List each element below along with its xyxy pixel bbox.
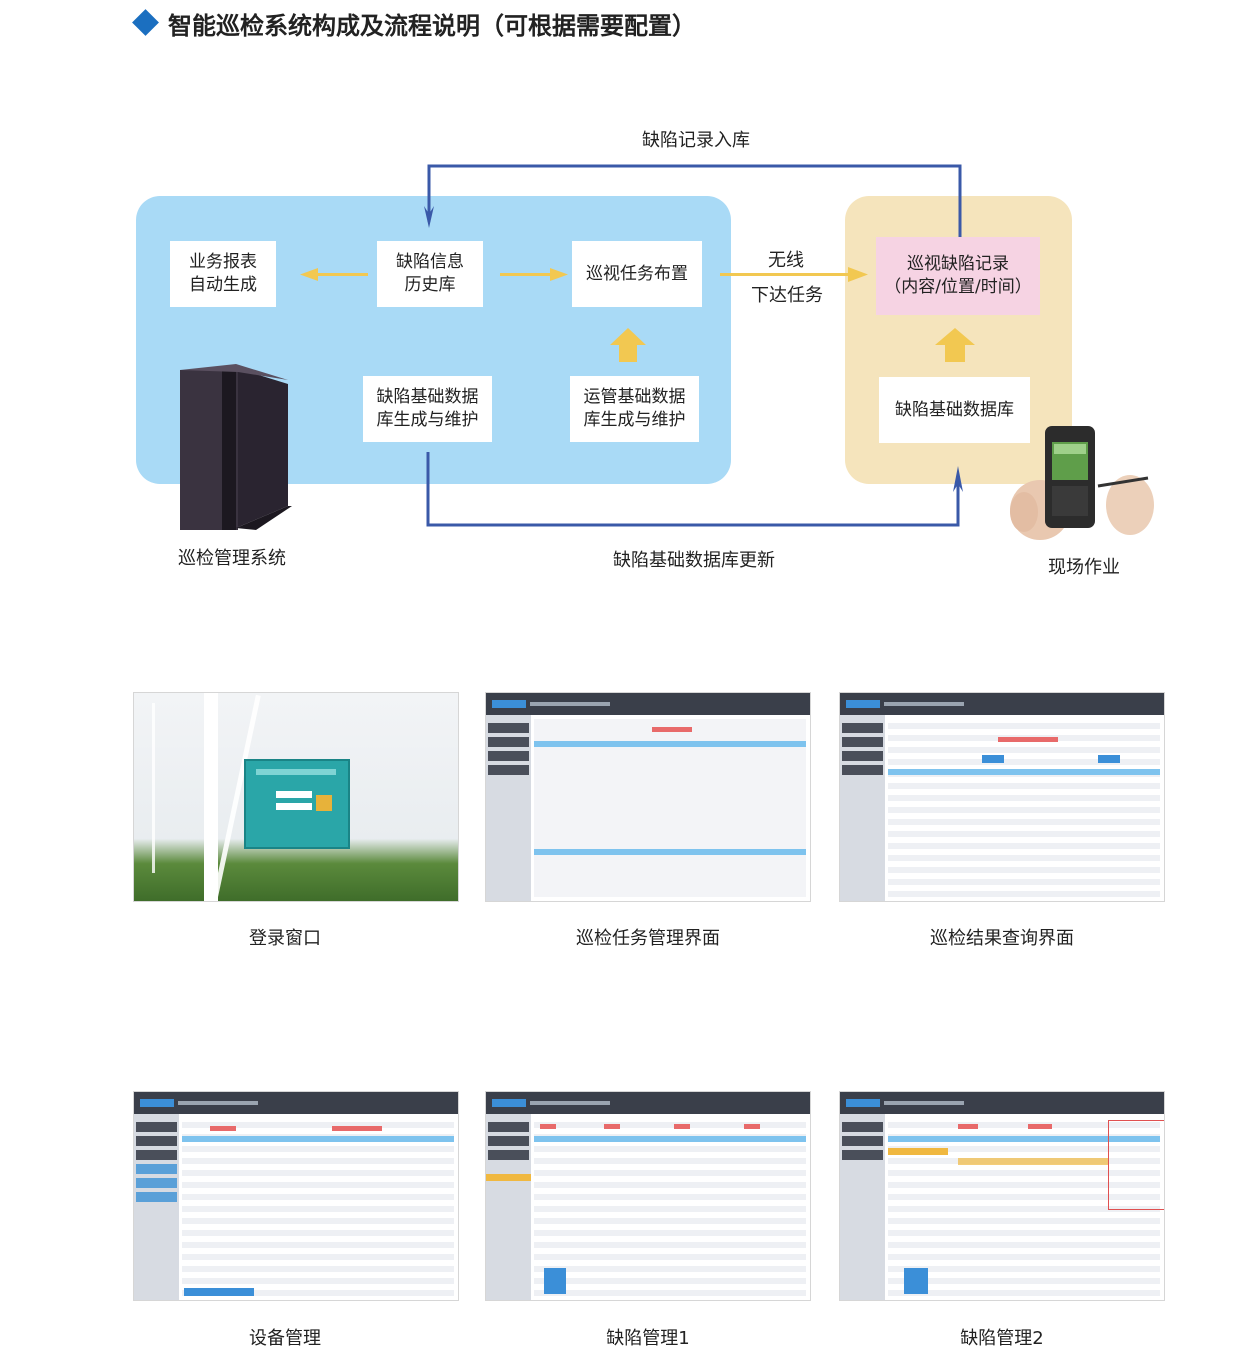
caption-defect-management-2: 缺陷管理2 xyxy=(960,1328,1044,1349)
defect-management-1-screenshot xyxy=(485,1091,811,1301)
up-arrow-db-to-record xyxy=(935,328,975,362)
caption-login-window: 登录窗口 xyxy=(249,928,321,949)
arrow-history-to-report xyxy=(300,268,368,281)
login-dialog xyxy=(244,759,350,849)
result-query-screenshot xyxy=(839,692,1165,902)
defect-record-flow-arrowhead xyxy=(424,206,434,228)
arrow-history-to-task xyxy=(500,268,568,281)
business-report-box: 业务报表自动生成 xyxy=(170,241,276,307)
database-update-flow-line xyxy=(426,452,960,527)
defect-history-box: 缺陷信息历史库 xyxy=(377,241,483,307)
login-window-screenshot xyxy=(133,692,459,902)
ops-base-data-box: 运管基础数据库生成与维护 xyxy=(570,376,699,442)
page-title: 智能巡检系统构成及流程说明（可根据需要配置） xyxy=(168,12,696,40)
defect-management-2-screenshot xyxy=(839,1091,1165,1301)
caption-defect-management-1: 缺陷管理1 xyxy=(606,1328,690,1349)
up-arrow-ops-to-task xyxy=(610,328,646,362)
flow-diagram-graphics xyxy=(180,164,1154,540)
handheld-terminal-icon xyxy=(1010,426,1154,540)
defect-database-box: 缺陷基础数据库 xyxy=(879,377,1030,443)
database-update-flow-arrowhead xyxy=(953,466,963,492)
caption-task-management: 巡检任务管理界面 xyxy=(576,928,720,949)
arrow-task-to-record xyxy=(720,267,868,282)
field-work-label: 现场作业 xyxy=(1048,557,1120,578)
wireless-label-line2: 下达任务 xyxy=(751,285,823,306)
defect-record-flow-line xyxy=(427,164,962,237)
server-tower-icon xyxy=(180,364,292,530)
management-system-label: 巡检管理系统 xyxy=(178,548,286,569)
defect-base-data-box: 缺陷基础数据库生成与维护 xyxy=(363,376,492,442)
caption-result-query: 巡检结果查询界面 xyxy=(930,928,1074,949)
task-management-screenshot xyxy=(485,692,811,902)
caption-device-management: 设备管理 xyxy=(249,1328,321,1349)
defect-record-box: 巡视缺陷记录（内容/位置/时间） xyxy=(876,237,1040,315)
wireless-label-line1: 无线 xyxy=(768,250,804,271)
patrol-task-box: 巡视任务布置 xyxy=(572,241,702,307)
top-flow-label: 缺陷记录入库 xyxy=(642,130,750,151)
bottom-flow-label: 缺陷基础数据库更新 xyxy=(613,550,775,571)
device-management-screenshot xyxy=(133,1091,459,1301)
